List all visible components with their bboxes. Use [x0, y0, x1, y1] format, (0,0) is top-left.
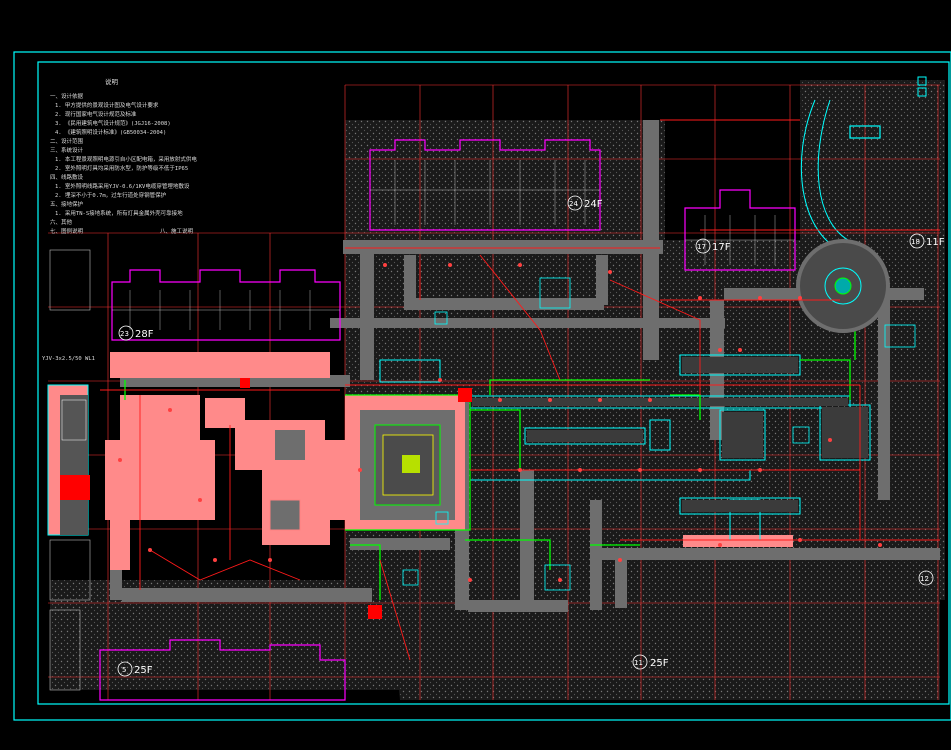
- note-line: 2. 室外照明灯具均采用防水型，防护等级不低于IP65: [55, 164, 188, 172]
- note-line: 七、图例说明: [50, 227, 84, 235]
- feature-squares: [402, 277, 916, 591]
- note-line: 2. 埋深不小于0.7m，过车行道处穿钢管保护: [55, 191, 167, 199]
- note-line: 4. 《建筑照明设计标准》(GB50034-2004): [55, 128, 166, 136]
- promenade-fill: [472, 357, 868, 512]
- note-line: 1. 采用TN-S接地系统，所有灯具金属外壳可靠接地: [55, 209, 183, 217]
- cable-routes: [100, 119, 940, 661]
- circle-number: 23: [120, 330, 129, 338]
- circle-number: 24: [569, 200, 578, 208]
- floor-label: 24F: [584, 199, 603, 210]
- floor-label: 25F: [134, 665, 153, 676]
- floor-label: 28F: [135, 329, 154, 340]
- note-line: 1. 本工程景观照明电源引自小区配电箱，采用放射式供电: [55, 155, 197, 163]
- inner-frame: [37, 61, 950, 705]
- note-line: 一、设计依据: [50, 92, 84, 100]
- floor-label: 11F: [926, 237, 945, 248]
- note-line: 五、接地保护: [50, 200, 84, 208]
- light-fixtures: [118, 263, 882, 582]
- outer-frame: [13, 51, 951, 721]
- notes-title: 说明: [105, 77, 119, 86]
- buildings: [99, 139, 796, 701]
- view-icon: [917, 76, 927, 97]
- note-line: 3. 《民用建筑电气设计规范》(JGJ16-2008): [55, 119, 171, 127]
- note-line: 1. 甲方提供的景观设计图及电气设计要求: [55, 101, 159, 109]
- green-paths: [124, 329, 856, 600]
- left-cable-note: YJV-3x2.5/50 WL1: [42, 356, 95, 362]
- floor-label: 17F: [712, 242, 731, 253]
- note-line: 八、施工说明: [160, 227, 194, 235]
- circle-number: 12: [920, 575, 929, 583]
- roundabout: [796, 99, 890, 333]
- note-line: 六、其他: [50, 218, 73, 226]
- design-notes: 说明 一、设计依据 1. 甲方提供的景观设计图及电气设计要求 2. 现行国家电气…: [42, 77, 197, 362]
- circle-number: 17: [697, 243, 706, 251]
- circle-number: 5: [122, 666, 126, 674]
- floor-label: 25F: [650, 658, 669, 669]
- note-line: 四、线路敷设: [50, 173, 84, 181]
- building-markers: 23 28F 24 24F 17 17F 18 11F 5 25F 11 25F…: [117, 195, 945, 677]
- circle-number: 11: [634, 659, 643, 667]
- note-line: 二、设计范围: [50, 137, 84, 145]
- circle-number: 18: [911, 238, 920, 246]
- note-line: 1. 室外照明线路采用YJV-0.6/1KV电缆穿管埋地敷设: [55, 182, 190, 190]
- distribution-boxes: [70, 378, 472, 619]
- note-line: 三、系统设计: [50, 146, 84, 154]
- note-line: 2. 现行国家电气设计规范及标准: [55, 110, 137, 118]
- building-interior: [112, 160, 795, 330]
- plaza-inner: [269, 410, 455, 531]
